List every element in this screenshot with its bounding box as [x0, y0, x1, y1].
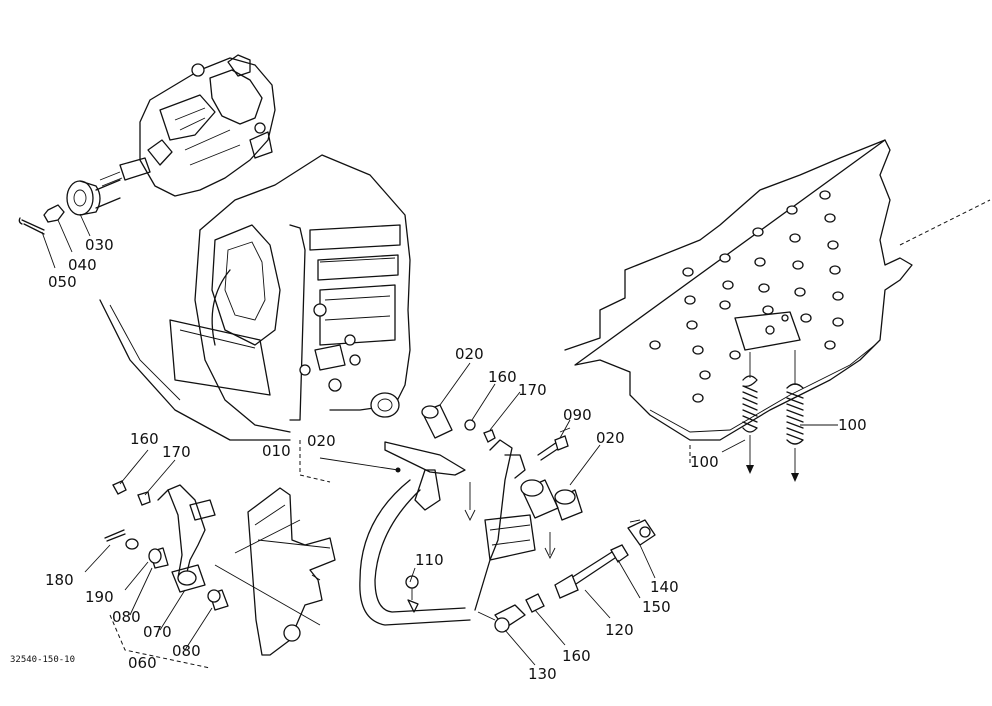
- leader-lines: [41, 213, 838, 666]
- callout-190: 190: [85, 588, 114, 606]
- callout-160-top: 160: [488, 368, 517, 386]
- callout-040: 040: [68, 256, 97, 274]
- callout-070: 070: [143, 623, 172, 641]
- callout-120: 120: [605, 621, 634, 639]
- lever-bracket: [104, 480, 336, 669]
- return-springs: [742, 350, 804, 482]
- callout-160-left: 160: [130, 430, 159, 448]
- callout-110: 110: [415, 551, 444, 569]
- callout-140: 140: [650, 578, 679, 596]
- callout-170-top: 170: [518, 381, 547, 399]
- callout-080-left: 080: [112, 608, 141, 626]
- callout-020-right: 020: [596, 429, 625, 447]
- callout-130: 130: [528, 665, 557, 683]
- callout-050: 050: [48, 273, 77, 291]
- transmission-housing: [99, 154, 411, 441]
- floor-plate-holes: [649, 190, 844, 403]
- callout-180: 180: [45, 571, 74, 589]
- callout-090: 090: [563, 406, 592, 424]
- callout-100-right: 100: [838, 416, 867, 434]
- callout-020-left: 020: [307, 432, 336, 450]
- callout-160-bottom: 160: [562, 647, 591, 665]
- catalog-number: 32540-150-10: [10, 655, 75, 665]
- callout-labels: 030 040 050 020 160 170 090 020 010 020 …: [10, 236, 867, 683]
- floor-plate: [564, 139, 991, 465]
- callout-060: 060: [128, 654, 157, 672]
- callout-030: 030: [85, 236, 114, 254]
- callout-080-right: 080: [172, 642, 201, 660]
- callout-020-top: 020: [455, 345, 484, 363]
- bushings: [421, 404, 583, 521]
- callout-010: 010: [262, 442, 291, 460]
- callout-150: 150: [642, 598, 671, 616]
- linkage-rod: [477, 519, 656, 633]
- callout-100-left: 100: [690, 453, 719, 471]
- pedal-assembly: [299, 439, 556, 626]
- pump-shaft-parts: [18, 179, 121, 235]
- callout-170-left: 170: [162, 443, 191, 461]
- grease-nipple: [537, 427, 571, 461]
- injection-pump: [99, 54, 276, 197]
